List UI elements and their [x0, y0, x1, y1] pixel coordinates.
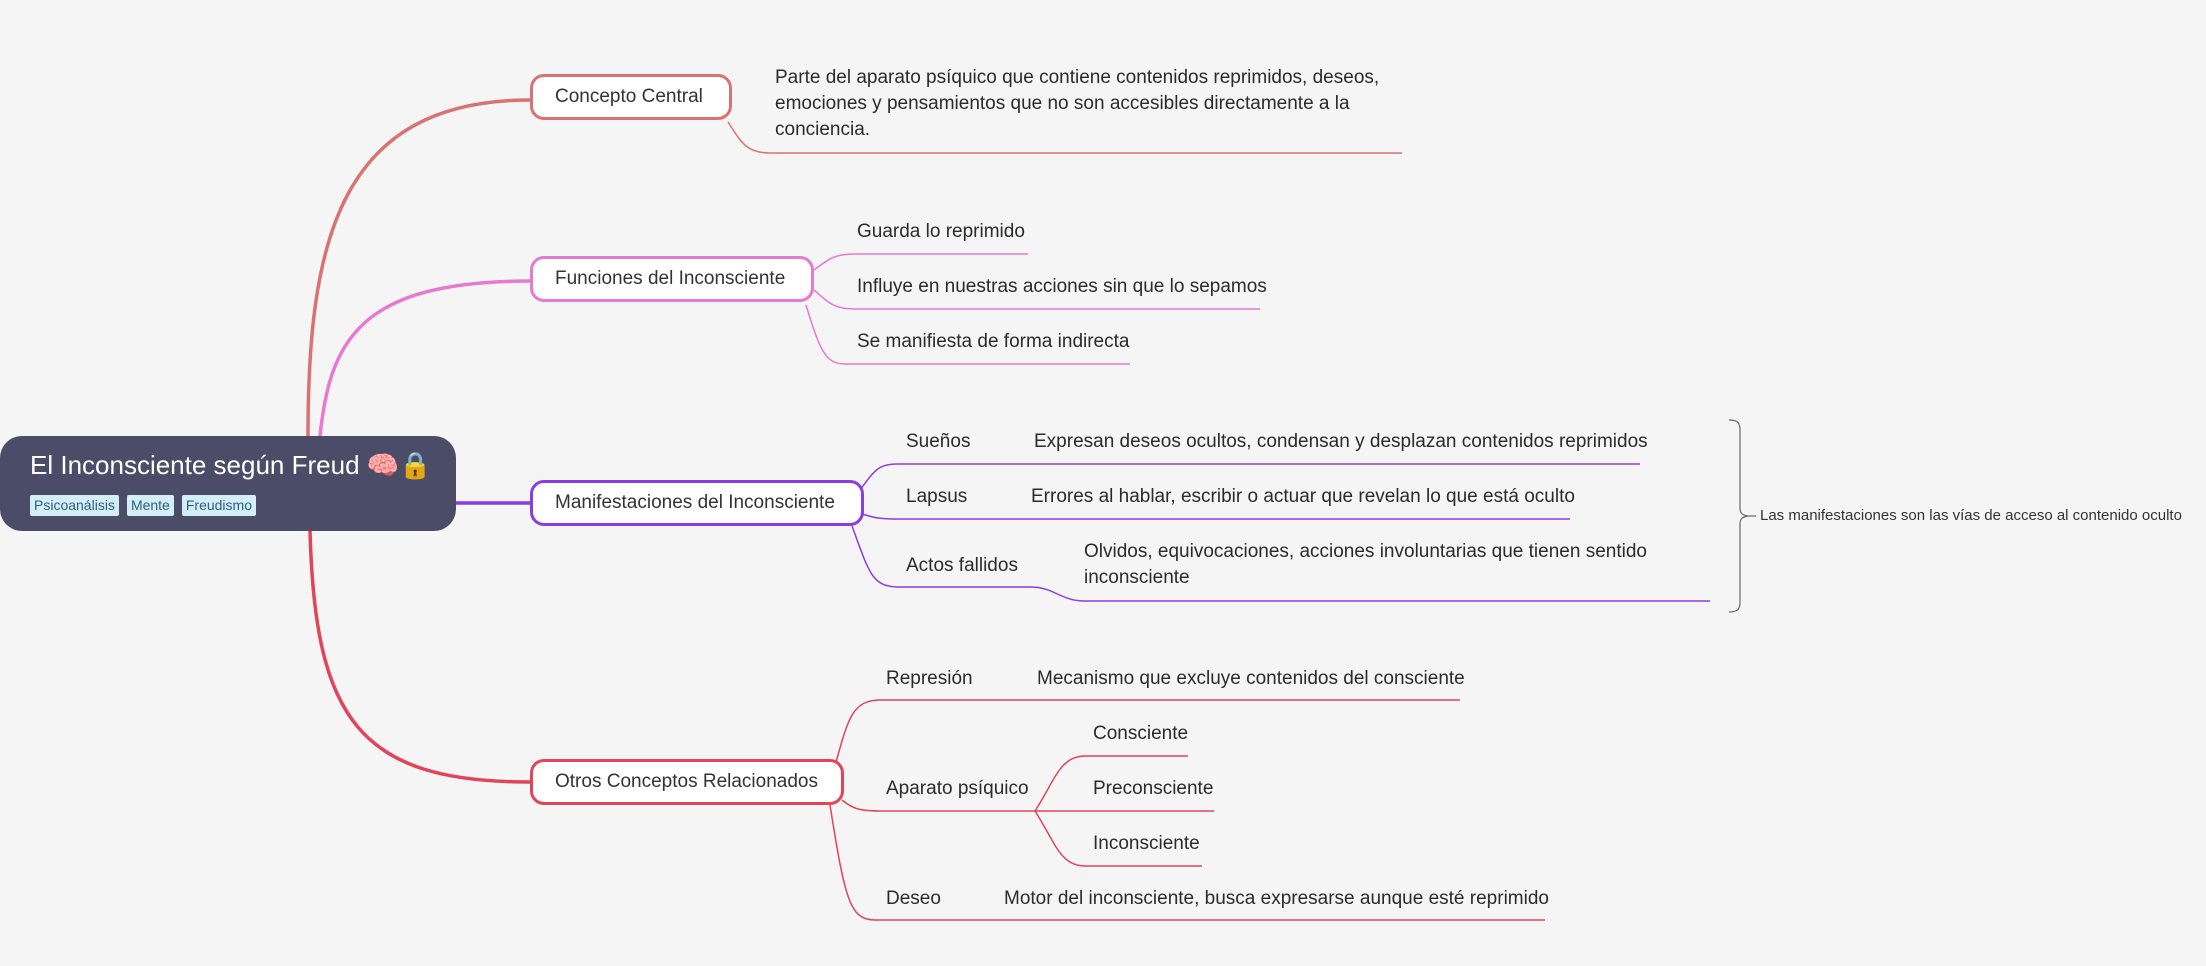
tag-psicoanalisis[interactable]: Psicoanálisis: [30, 495, 119, 516]
concepto-description[interactable]: Parte del aparato psíquico que contiene …: [775, 67, 1380, 140]
manifestacion-detail[interactable]: Expresan deseos ocultos, condensan y des…: [1034, 431, 1648, 452]
aparato-child[interactable]: Preconsciente: [1093, 778, 1214, 799]
link-aparato-consciente: [1034, 755, 1188, 812]
funciones-item[interactable]: Se manifiesta de forma indirecta: [857, 331, 1130, 352]
aparato-child[interactable]: Consciente: [1093, 723, 1189, 744]
root-title: El Inconsciente según Freud 🧠🔒: [30, 450, 432, 480]
summary-bracket: [1728, 419, 1749, 613]
link-aparato-inconsciente: [1034, 810, 1202, 867]
manifestacion-detail[interactable]: Olvidos, equivocaciones, acciones involu…: [1084, 541, 1647, 588]
link-funciones-1: [813, 253, 1028, 271]
manifestacion-label[interactable]: Actos fallidos: [906, 555, 1018, 576]
root-tags: Psicoanálisis Mente Freudismo: [30, 495, 256, 516]
otros-label-represion[interactable]: Represión: [886, 668, 973, 689]
otros-detail-deseo[interactable]: Motor del inconsciente, busca expresarse…: [1004, 888, 1549, 909]
manifestacion-detail[interactable]: Errores al hablar, escribir o actuar que…: [1031, 486, 1575, 507]
link-manif-actos: [851, 525, 1710, 602]
funciones-item[interactable]: Influye en nuestras acciones sin que lo …: [857, 276, 1267, 297]
tag-mente[interactable]: Mente: [126, 495, 174, 516]
manifestaciones-summary[interactable]: Las manifestaciones son las vías de acce…: [1760, 507, 2182, 524]
manifestacion-label[interactable]: Lapsus: [906, 486, 968, 507]
branch-manifestaciones[interactable]: Manifestaciones del Inconsciente: [530, 480, 864, 526]
link-otros-deseo: [829, 804, 1545, 921]
link-otros-aparato: [841, 799, 1035, 812]
link-funciones-2: [813, 289, 1260, 310]
link-funciones-3: [805, 304, 1130, 365]
root-node[interactable]: El Inconsciente según Freud 🧠🔒 Psicoanál…: [0, 436, 456, 531]
otros-label-aparato[interactable]: Aparato psíquico: [886, 778, 1029, 799]
link-root-funciones: [318, 279, 531, 437]
branch-concepto-central[interactable]: Concepto Central: [530, 74, 732, 120]
funciones-item[interactable]: Guarda lo reprimido: [857, 221, 1025, 242]
link-manif-lapsus: [861, 513, 1570, 520]
branch-funciones[interactable]: Funciones del Inconsciente: [530, 256, 814, 302]
branch-label: Otros Conceptos Relacionados: [555, 771, 818, 792]
link-root-otros: [308, 530, 531, 784]
link-otros-represion: [835, 699, 1460, 763]
branch-label: Concepto Central: [555, 86, 703, 107]
aparato-child[interactable]: Inconsciente: [1093, 833, 1200, 854]
link-concepto-desc: [727, 121, 1402, 154]
otros-detail-represion[interactable]: Mecanismo que excluye contenidos del con…: [1037, 668, 1465, 689]
branch-label: Manifestaciones del Inconsciente: [555, 492, 835, 513]
tag-freudismo[interactable]: Freudismo: [181, 495, 256, 516]
link-manif-suenos: [859, 463, 1640, 491]
branch-label: Funciones del Inconsciente: [555, 268, 786, 289]
branch-otros-conceptos[interactable]: Otros Conceptos Relacionados: [530, 759, 844, 805]
manifestacion-label[interactable]: Sueños: [906, 431, 971, 452]
otros-label-deseo[interactable]: Deseo: [886, 888, 941, 909]
link-root-concepto: [306, 98, 531, 437]
